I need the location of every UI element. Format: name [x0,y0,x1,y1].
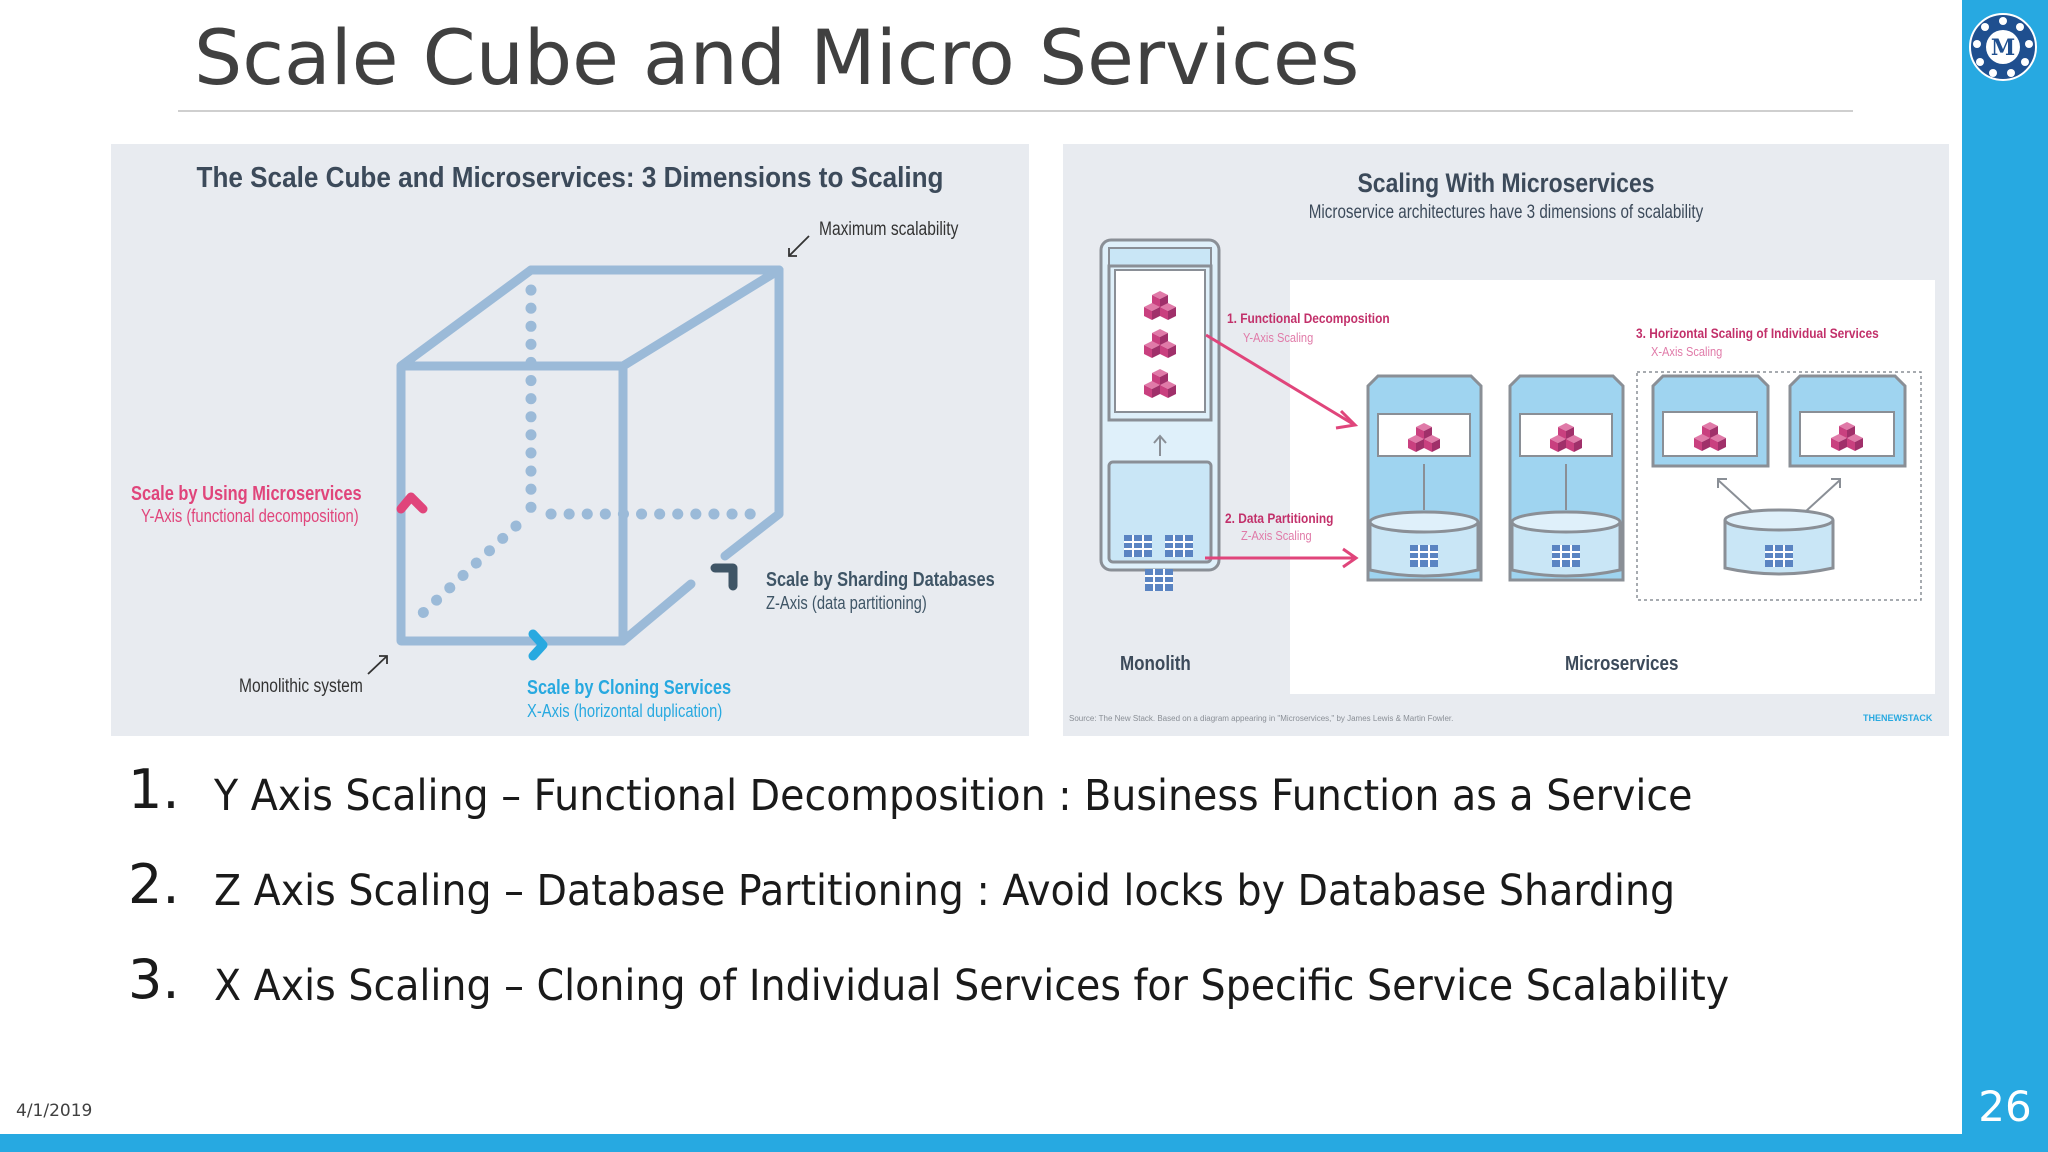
slide-date: 4/1/2019 [16,1101,93,1121]
y-axis-subtitle: Y-Axis (functional decomposition) [141,506,359,526]
cloned-service-1 [1651,374,1770,468]
step3-subtitle: X-Axis Scaling [1651,344,1723,359]
slide-title: Scale Cube and Micro Services [194,13,1360,102]
cube-edge [720,509,784,561]
z-axis-subtitle: Z-Axis (data partitioning) [766,593,927,613]
x-axis-title: Scale by Cloning Services [527,677,732,699]
step3-title: 3. Horizontal Scaling of Individual Serv… [1636,325,1879,341]
hidden-edge-diagonal [405,520,522,630]
ms-title: Scaling With Microservices [1357,168,1655,198]
list-text: Y Axis Scaling – Functional Decompositio… [214,771,1693,821]
bottom-accent-bar [0,1134,1962,1152]
x-axis-arrow-icon [528,629,548,661]
x-axis-subtitle: X-Axis (horizontal duplication) [527,701,723,721]
monolith-label: Monolith [1120,653,1191,675]
step1-subtitle: Y-Axis Scaling [1243,330,1314,345]
university-logo-icon: M [1969,13,2037,81]
step2-subtitle: Z-Axis Scaling [1241,528,1312,543]
cube-graphic [367,235,810,675]
page-number: 26 [1978,1082,2032,1131]
source-note: Source: The New Stack. Based on a diagra… [1069,714,1454,723]
y-axis-arrow-icon [396,492,428,514]
brand-label: THENEWSTACK [1863,713,1933,723]
list-number: 2. [128,853,180,916]
right-accent-bar [1962,0,2048,1152]
microservices-graphic [1099,238,1935,694]
horizontal-scaling-region [1636,371,1922,601]
microservices-label: Microservices [1565,653,1679,675]
microservices-diagram: Scaling With Microservices Microservice … [1063,144,1949,736]
cube-edge [618,579,696,646]
microservice-2 [1508,374,1625,582]
shared-database [1717,478,1841,576]
cube-edge [618,265,784,371]
list-number: 3. [128,948,180,1011]
z-axis-arrow-icon [710,563,738,591]
cube-title: The Scale Cube and Microservices: 3 Dime… [196,162,944,194]
list-number: 1. [128,758,180,821]
list-text: Z Axis Scaling – Database Partitioning :… [214,866,1676,916]
max-scalability-pointer [788,235,810,257]
list-text: X Axis Scaling – Cloning of Individual S… [214,961,1730,1011]
z-axis-title: Scale by Sharding Databases [766,569,995,591]
title-divider [178,110,1853,112]
step2-title: 2. Data Partitioning [1225,510,1334,526]
max-scalability-label: Maximum scalability [819,219,959,240]
cube-edge [396,265,536,371]
ms-subtitle: Microservice architectures have 3 dimens… [1308,202,1704,223]
y-axis-title: Scale by Using Microservices [131,483,362,505]
monolith-pointer [367,655,388,675]
step1-title: 1. Functional Decomposition [1227,310,1390,326]
cloned-service-2 [1788,374,1907,468]
scale-cube-diagram: The Scale Cube and Microservices: 3 Dime… [111,144,1029,736]
monolithic-system-label: Monolithic system [239,676,363,697]
pink-arrows [1205,333,1359,569]
logo-letter: M [1991,35,2015,61]
microservice-1 [1366,374,1483,582]
